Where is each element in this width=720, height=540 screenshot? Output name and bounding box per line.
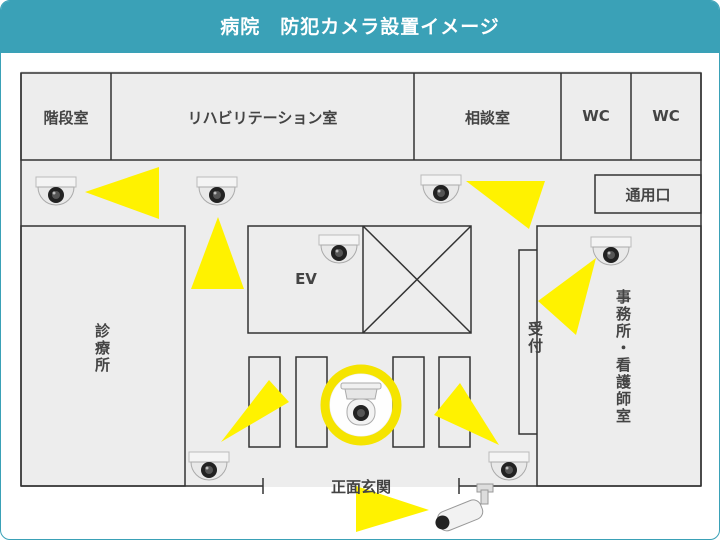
camera-cone	[85, 167, 159, 219]
ptz-highlight-ring	[320, 364, 402, 446]
clinic-room	[20, 225, 186, 487]
floor-plan-drawing	[20, 71, 702, 532]
camera-view-cones	[85, 167, 596, 532]
room-label-service-exit: 通用口	[625, 186, 671, 204]
camera-cone	[538, 258, 596, 335]
room-label-elevator: EV	[295, 270, 317, 288]
header-bar: 病院 防犯カメラ設置イメージ	[1, 1, 719, 53]
floor-plan: 階段室 リハビリテーション室 相談室 WC WC 通用口 EV 正面玄関 診療所…	[1, 53, 719, 539]
room-label-rehab: リハビリテーション室	[187, 109, 338, 127]
room-label-office: 事務所・看護師室	[614, 289, 632, 425]
room-label-reception: 受付	[526, 321, 544, 355]
camera-cone	[466, 181, 545, 229]
camera-cone	[356, 486, 429, 532]
camera-cone	[221, 380, 289, 442]
room-label-wc-2: WC	[652, 107, 680, 125]
bullet-camera-icon	[435, 483, 494, 532]
room-label-main-entrance: 正面玄関	[330, 478, 391, 496]
room-label-consult: 相談室	[464, 109, 510, 127]
ptz-camera-icon	[340, 382, 382, 426]
camera-cone	[191, 217, 244, 289]
room-label-wc-1: WC	[582, 107, 610, 125]
room-label-stairs: 階段室	[43, 109, 89, 127]
service-exit-room	[594, 174, 702, 214]
page-title: 病院 防犯カメラ設置イメージ	[220, 16, 500, 38]
room-label-clinic: 診療所	[93, 323, 111, 374]
camera-cone	[434, 383, 499, 445]
elevator-block	[247, 225, 472, 334]
